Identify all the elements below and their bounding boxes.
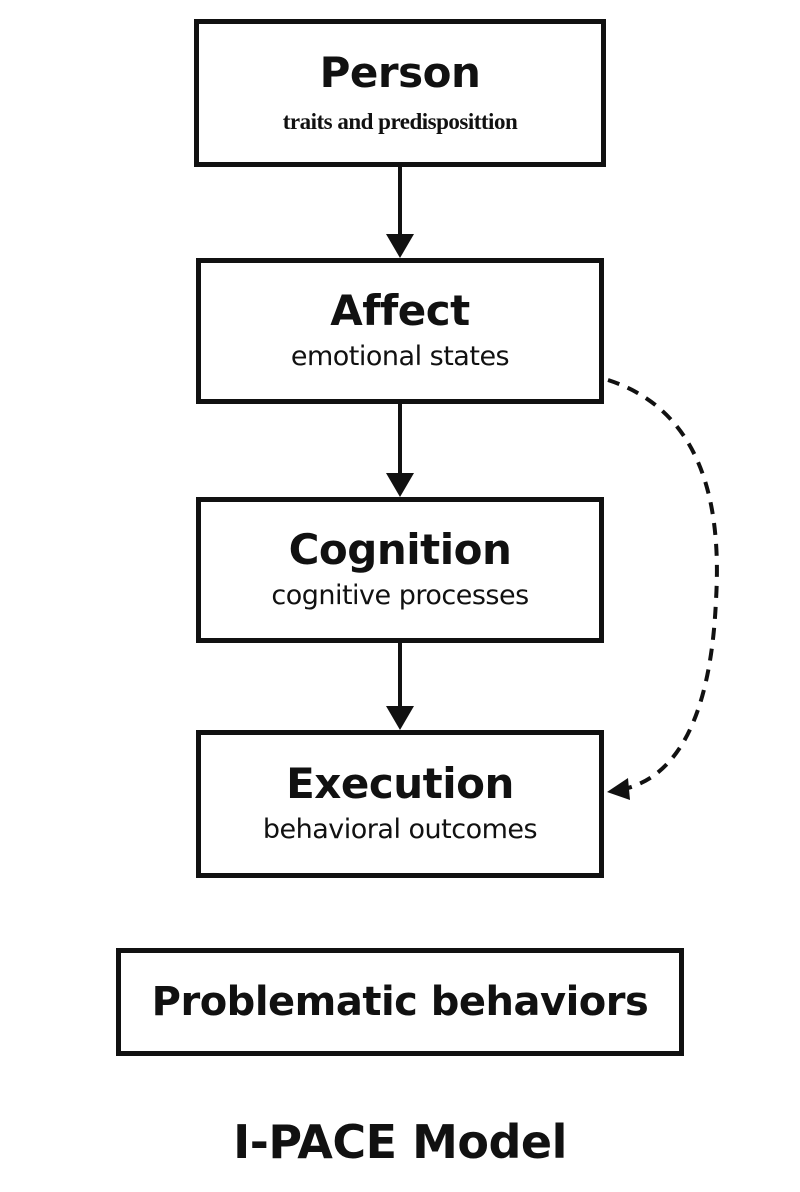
box-cognition: Cognition cognitive processes xyxy=(196,497,604,643)
model-title: I-PACE Model xyxy=(233,1115,567,1169)
box-person: Person traits and predisposittion xyxy=(194,19,606,167)
cognition-title: Cognition xyxy=(288,525,512,575)
execution-subtitle: behavioral outcomes xyxy=(262,814,538,846)
affect-subtitle: emotional states xyxy=(290,341,510,373)
arrow-affect-to-cognition xyxy=(386,404,414,497)
cognition-subtitle: cognitive processes xyxy=(271,580,529,612)
dashed-arrow-affect-to-execution xyxy=(607,378,719,800)
arrow-person-to-affect xyxy=(386,167,414,258)
box-execution: Execution behavioral outcomes xyxy=(196,730,604,878)
arrow-cognition-to-execution xyxy=(386,643,414,730)
person-title: Person xyxy=(319,47,481,97)
box-affect: Affect emotional states xyxy=(196,258,604,404)
affect-title: Affect xyxy=(330,286,470,336)
execution-title: Execution xyxy=(286,759,514,809)
box-problematic-behaviors: Problematic behaviors xyxy=(116,948,684,1056)
person-subtitle: traits and predisposittion xyxy=(282,108,518,134)
problematic-behaviors-title: Problematic behaviors xyxy=(151,979,649,1025)
